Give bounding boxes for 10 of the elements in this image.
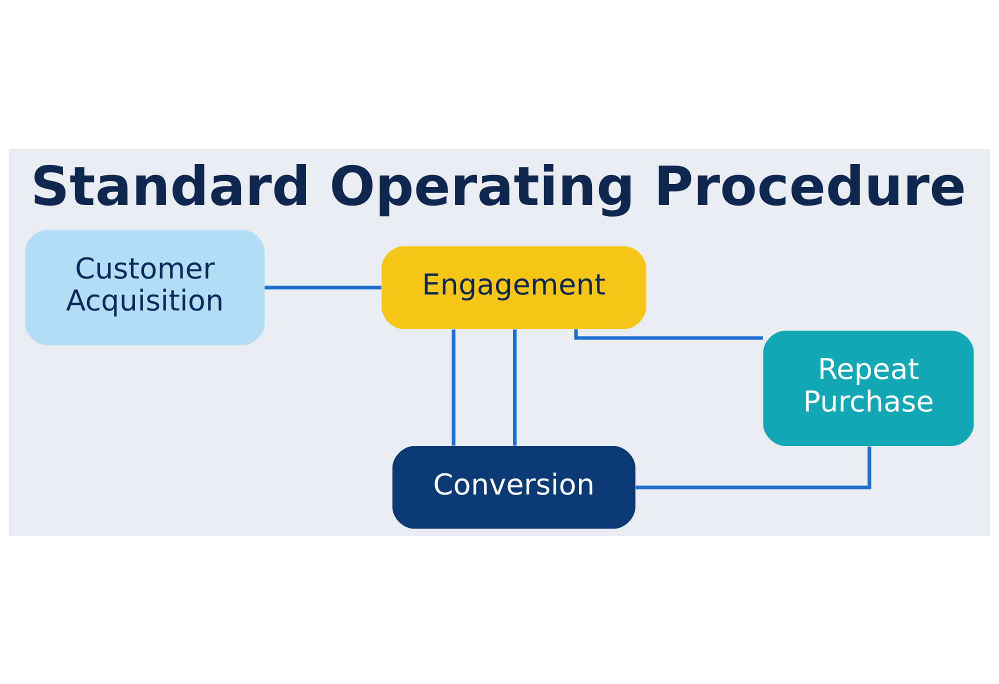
connector [574, 328, 763, 340]
node-box: Conversion [392, 446, 636, 528]
connector [513, 328, 517, 446]
connector [452, 328, 456, 446]
node-box: Customer Acquisition [25, 230, 265, 345]
connector [636, 446, 872, 489]
connector [264, 285, 382, 289]
node-box: Engagement [382, 246, 646, 328]
node-box: Repeat Purchase [763, 330, 974, 446]
diagram-title: Standard Operating Procedure [30, 154, 966, 218]
